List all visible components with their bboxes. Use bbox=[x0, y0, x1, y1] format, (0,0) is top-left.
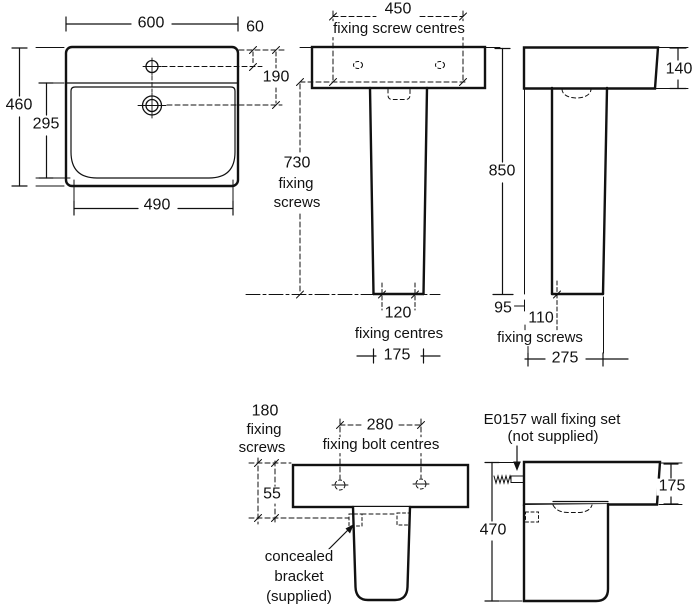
label-wall-fixing-2: (not supplied) bbox=[505, 428, 601, 446]
pedestal-side-view bbox=[492, 46, 689, 367]
label-semi-screws-1: fixing bbox=[244, 421, 284, 439]
dim-semi-height: 470 bbox=[477, 521, 509, 540]
label-screw-height-2: screws bbox=[271, 194, 323, 212]
plan-view bbox=[11, 16, 287, 216]
dim-basin-height: 140 bbox=[663, 60, 695, 79]
label-screw-height-1: fixing bbox=[276, 175, 316, 193]
dim-pedestal-depth: 275 bbox=[549, 349, 581, 368]
dim-wall-gap: 95 bbox=[492, 299, 514, 318]
label-semi-screws-2: screws bbox=[236, 439, 288, 457]
dim-waste-offset: 190 bbox=[260, 68, 292, 87]
label-base-centres: fixing centres bbox=[352, 325, 446, 343]
semi-pedestal-front-view bbox=[248, 418, 470, 602]
label-screw-centres: fixing screw centres bbox=[331, 20, 467, 38]
dim-bracket-offset: 55 bbox=[261, 485, 283, 504]
dim-overall-height: 850 bbox=[486, 162, 518, 181]
dim-overall-depth: 460 bbox=[3, 96, 35, 115]
dim-tap-offset: 60 bbox=[244, 18, 266, 37]
pedestal-front-view bbox=[245, 10, 501, 364]
dim-base-width: 175 bbox=[381, 346, 413, 365]
dim-overall-width: 600 bbox=[135, 14, 167, 33]
label-wall-fixing-1: E0157 wall fixing set bbox=[481, 411, 623, 429]
label-bracket-2: bracket bbox=[272, 568, 326, 586]
label-bracket-1: concealed bbox=[262, 548, 336, 566]
dim-bowl-width: 490 bbox=[141, 196, 173, 215]
dim-bowl-depth: 295 bbox=[30, 115, 62, 134]
dim-base-centres: 120 bbox=[382, 304, 414, 323]
semi-pedestal-side-view bbox=[484, 445, 683, 603]
dim-screw-distance: 110 bbox=[526, 309, 556, 328]
dim-bolt-centres: 280 bbox=[364, 416, 396, 435]
dim-semi-screws: 180 bbox=[249, 402, 281, 421]
label-bolt-centres: fixing bolt centres bbox=[320, 436, 442, 454]
dim-screw-height: 730 bbox=[281, 154, 313, 173]
label-side-screws: fixing screws bbox=[495, 329, 585, 347]
label-bracket-3: (supplied) bbox=[264, 588, 334, 606]
dim-screw-centres: 450 bbox=[382, 0, 414, 19]
dim-semi-basin-height: 175 bbox=[656, 477, 688, 496]
